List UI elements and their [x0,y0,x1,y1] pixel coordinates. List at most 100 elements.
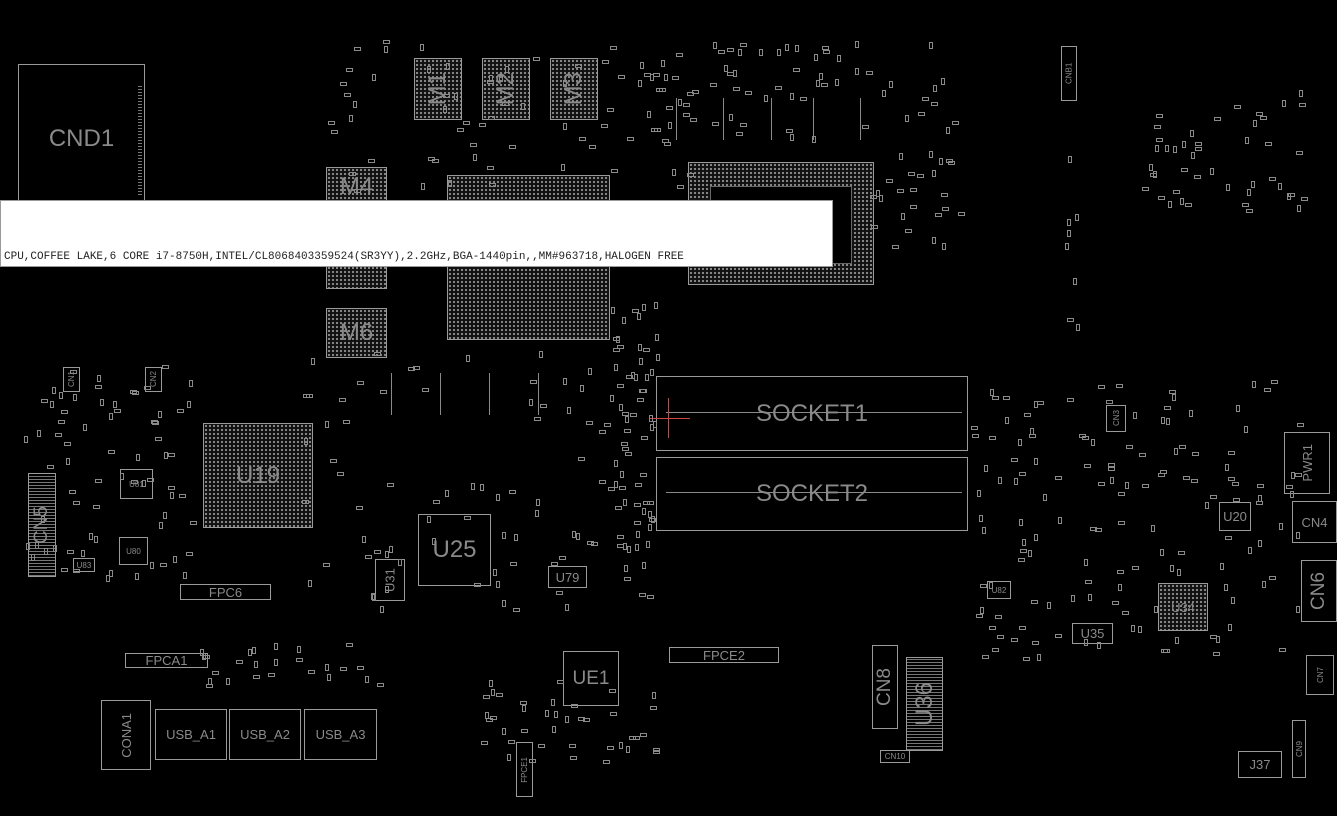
passive-part [509,561,517,566]
passive-part [800,96,808,101]
passive-part [113,409,121,414]
m6-chip[interactable]: M6 [326,308,387,358]
passive-part [1170,564,1175,572]
cn5-label: CN5 [31,505,52,544]
cn7-connector[interactable]: CN7 [1306,655,1334,695]
passive-part [870,195,877,200]
u81-chip[interactable]: U81 [120,469,153,499]
passive-part [1295,605,1300,613]
u80-chip[interactable]: U80 [119,537,148,565]
u79-chip[interactable]: U79 [548,566,587,588]
cn6-connector[interactable]: CN6 [1301,560,1337,622]
passive-part [1234,104,1242,109]
usb-a1-port[interactable]: USB_A1 [155,709,227,760]
passive-part [421,183,426,191]
passive-part [904,229,912,234]
passive-part [158,522,163,529]
passive-part [998,476,1003,484]
u83-chip[interactable]: U83 [73,558,95,572]
passive-part [1108,463,1116,468]
passive-part [1287,192,1295,197]
passive-part [226,677,231,685]
pwr1-connector[interactable]: PWR1 [1284,432,1330,494]
usb-a2-port[interactable]: USB_A2 [229,709,301,760]
cn9-connector[interactable]: CN9 [1292,720,1306,778]
passive-part [641,304,646,312]
fpc6-connector[interactable]: FPC6 [180,584,271,600]
passive-part [642,348,650,353]
cn1-connector[interactable]: CN1 [63,367,80,392]
cn2-connector[interactable]: CN2 [145,367,162,392]
fpce2-connector[interactable]: FPCE2 [669,647,779,663]
passive-part [740,122,748,127]
passive-part [938,158,943,166]
passive-part [30,554,35,562]
passive-part [236,660,244,665]
passive-part [740,43,748,48]
u20-chip[interactable]: U20 [1219,502,1251,531]
passive-part [356,380,364,385]
passive-part [355,505,363,510]
passive-part [602,59,610,64]
passive-part [692,89,700,94]
passive-part [456,127,464,132]
u25-chip[interactable]: U25 [418,514,491,586]
passive-part [609,689,617,694]
passive-part [1017,438,1022,446]
passive-part [83,424,88,432]
passive-part [134,572,139,580]
fpce1-connector[interactable]: FPCE1 [516,742,533,797]
passive-part [44,548,49,556]
passive-part [1097,385,1105,390]
passive-part [713,42,718,50]
passive-part [599,430,607,435]
passive-part [1073,278,1078,286]
fpca1-connector[interactable]: FPCA1 [125,653,208,668]
passive-part [608,487,616,492]
cn8-connector[interactable]: CN8 [872,645,898,729]
cn5-connector[interactable]: CN5 [28,473,56,577]
passive-part [1171,394,1176,402]
passive-part [1084,580,1092,585]
fpce2-label: FPCE2 [703,647,745,663]
m1-chip[interactable]: M1 [414,58,462,120]
u35-chip[interactable]: U35 [1072,623,1113,644]
u36-connector[interactable]: U36 [906,657,943,751]
passive-part [687,92,695,97]
socket2[interactable]: SOCKET2 [656,457,968,531]
m5-chip[interactable] [326,265,387,289]
passive-part [897,188,905,193]
u82-chip[interactable]: U82 [987,581,1011,599]
cona1-connector[interactable]: CONA1 [101,700,151,770]
passive-part [432,499,440,504]
cnb1-label: CNB1 [1064,62,1074,85]
passive-part [304,438,309,446]
u19-chip[interactable]: U19 [203,423,313,528]
passive-part [498,75,503,83]
passive-part [1068,156,1073,164]
usb-a3-port[interactable]: USB_A3 [304,709,377,760]
u36-label: U36 [910,681,938,727]
passive-part [41,516,46,524]
cnd1-connector[interactable]: CND1 [18,64,145,202]
passive-part [614,363,619,371]
cnb1-connector[interactable]: CNB1 [1061,46,1077,101]
passive-part [339,81,347,86]
ue1-chip[interactable]: UE1 [563,651,619,706]
passive-part [1179,197,1184,205]
cn3-connector[interactable]: CN3 [1106,405,1126,432]
socket1[interactable]: SOCKET1 [656,376,968,451]
socket1-rail [666,412,962,413]
passive-part [623,564,628,572]
cn10-connector[interactable]: CN10 [880,750,910,763]
passive-part [95,479,103,484]
j37-connector[interactable]: J37 [1238,751,1282,778]
passive-part [1263,388,1271,393]
passive-part [733,69,738,77]
passive-part [483,695,491,700]
u35-label: U35 [1080,626,1105,641]
m3-chip[interactable]: M3 [550,58,598,120]
passive-part [420,43,425,51]
u34-chip[interactable]: U34 [1158,583,1208,631]
passive-part [41,399,49,404]
